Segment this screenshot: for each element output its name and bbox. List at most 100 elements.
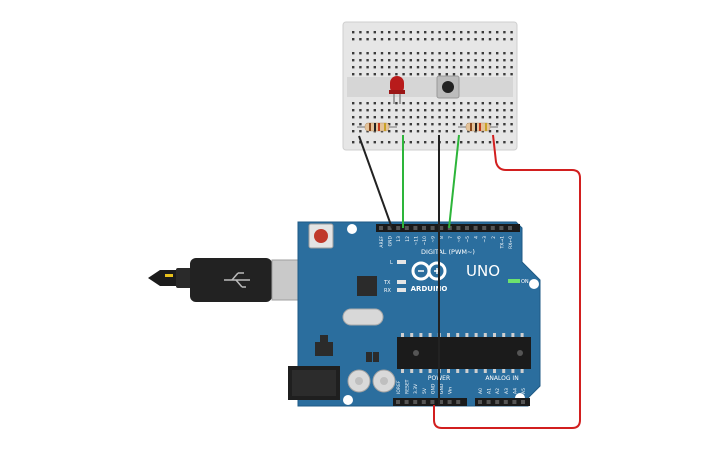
dc-barrel-jack[interactable] xyxy=(288,366,340,400)
breadboard[interactable] xyxy=(342,21,518,151)
breadboard-hole xyxy=(424,66,427,69)
analog-pin-header[interactable] xyxy=(475,398,530,406)
header-pin xyxy=(439,226,444,230)
breadboard-hole xyxy=(416,31,420,34)
resistor-right[interactable] xyxy=(458,122,498,132)
breadboard-hole xyxy=(409,31,412,34)
header-pin xyxy=(413,226,418,230)
breadboard-hole xyxy=(409,52,412,55)
breadboard-hole xyxy=(438,73,441,76)
reset-button[interactable] xyxy=(308,223,334,249)
breadboard-hole xyxy=(488,59,492,62)
breadboard-hole xyxy=(510,109,513,112)
breadboard-hole xyxy=(496,141,499,144)
chip-pin xyxy=(428,369,432,373)
breadboard-hole xyxy=(452,109,456,112)
l-led xyxy=(397,260,406,264)
breadboard-hole xyxy=(496,123,499,126)
power-pin-header[interactable] xyxy=(393,398,467,406)
pin-label: A1 xyxy=(487,388,493,394)
breadboard-hole xyxy=(452,141,456,144)
breadboard-hole xyxy=(402,73,405,76)
breadboard-hole xyxy=(431,130,434,133)
breadboard-hole xyxy=(373,109,376,112)
breadboard-hole xyxy=(488,52,492,55)
red-led[interactable] xyxy=(389,76,405,104)
wire-red-power[interactable] xyxy=(433,134,581,429)
breadboard-hole xyxy=(488,31,492,34)
breadboard-hole xyxy=(510,130,513,133)
breadboard-hole xyxy=(388,102,391,105)
breadboard-hole xyxy=(380,38,384,41)
breadboard-hole xyxy=(496,38,499,41)
wire-black-gnd[interactable] xyxy=(358,135,393,229)
pin-label: 7 xyxy=(448,236,454,239)
chip-pin xyxy=(520,333,524,337)
breadboard-hole xyxy=(460,102,463,105)
breadboard-hole xyxy=(510,52,513,55)
breadboard-hole xyxy=(445,52,448,55)
mounting-hole xyxy=(529,279,539,289)
rx-label: RX xyxy=(384,288,391,294)
breadboard-hole xyxy=(510,141,513,144)
breadboard-hole xyxy=(488,123,492,126)
on-label: ON xyxy=(521,279,529,285)
breadboard-hole xyxy=(474,73,477,76)
breadboard-hole xyxy=(488,66,492,69)
pin-label: 8 xyxy=(439,236,445,239)
breadboard-hole xyxy=(359,38,362,41)
breadboard-hole xyxy=(431,102,434,105)
breadboard-hole xyxy=(452,66,456,69)
pin-label: GND xyxy=(439,383,445,394)
breadboard-hole xyxy=(488,38,492,41)
breadboard-hole xyxy=(380,109,384,112)
arduino-uno-board[interactable]: L TX RX ON DIGITAL (PWM~) ARDUINO UNO xyxy=(297,221,541,407)
breadboard-hole xyxy=(445,31,448,34)
breadboard-hole xyxy=(438,123,441,126)
breadboard-hole xyxy=(431,66,434,69)
breadboard-hole xyxy=(402,116,405,119)
digital-pin-header[interactable] xyxy=(376,224,520,232)
breadboard-hole xyxy=(424,59,427,62)
wires xyxy=(358,134,581,429)
breadboard-hole xyxy=(481,109,484,112)
header-pin xyxy=(379,226,383,230)
breadboard-hole xyxy=(416,102,420,105)
breadboard-hole xyxy=(445,130,448,133)
breadboard-hole xyxy=(496,73,499,76)
breadboard-hole xyxy=(352,31,355,34)
breadboard-hole xyxy=(416,73,420,76)
breadboard-hole xyxy=(438,130,441,133)
chip-pin xyxy=(419,369,423,373)
breadboard-hole xyxy=(395,31,398,34)
breadboard-hole xyxy=(380,59,384,62)
breadboard-hole xyxy=(474,116,477,119)
chip-pin xyxy=(502,333,506,337)
breadboard-hole xyxy=(424,102,427,105)
breadboard-hole xyxy=(366,141,369,144)
breadboard-hole xyxy=(452,123,456,126)
pushbutton[interactable] xyxy=(436,75,460,99)
chip-pin xyxy=(428,333,432,337)
breadboard-hole xyxy=(409,66,412,69)
breadboard-hole xyxy=(467,66,470,69)
breadboard-hole xyxy=(409,38,412,41)
breadboard-hole xyxy=(388,123,391,126)
breadboard-hole xyxy=(388,59,391,62)
pin-label: A3 xyxy=(504,388,510,394)
chip-pin xyxy=(483,333,487,337)
breadboard-hole xyxy=(352,141,355,144)
pin-label: IOREF xyxy=(396,380,402,394)
wire-green-button[interactable] xyxy=(448,134,460,229)
analog-header-label: ANALOG IN xyxy=(485,375,518,382)
breadboard-hole xyxy=(431,52,434,55)
breadboard-hole xyxy=(373,73,376,76)
breadboard-hole xyxy=(395,52,398,55)
breadboard-hole xyxy=(431,59,434,62)
breadboard-hole xyxy=(496,130,499,133)
resistor-left[interactable] xyxy=(357,122,397,132)
pin-label: ~9 xyxy=(431,236,437,243)
usb-logo-icon xyxy=(224,272,250,288)
breadboard-hole xyxy=(503,52,506,55)
breadboard-hole xyxy=(409,130,412,133)
